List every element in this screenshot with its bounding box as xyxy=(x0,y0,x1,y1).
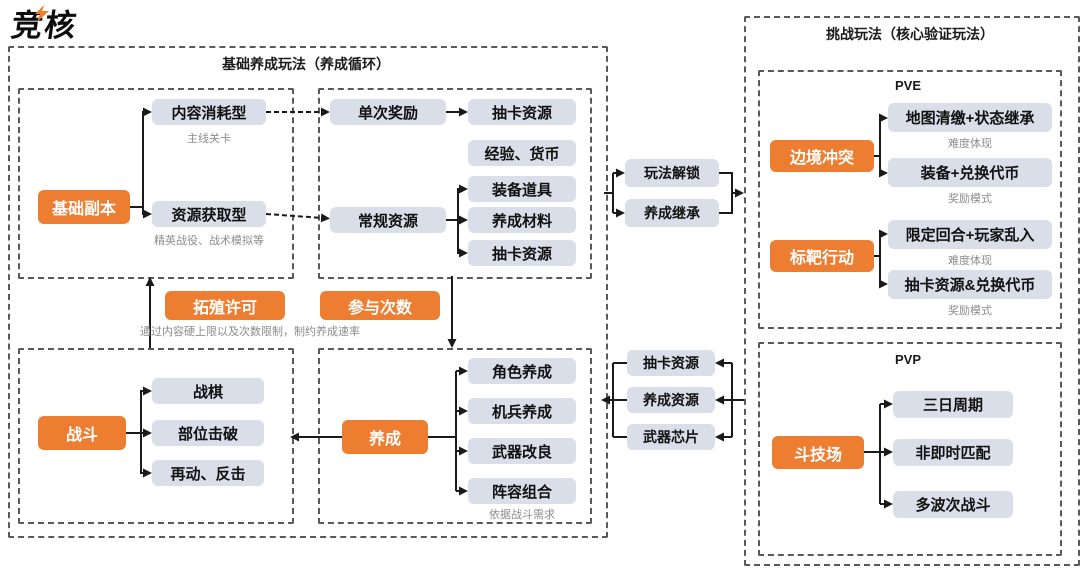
node-gacha-token: 抽卡资源&兑换代币 xyxy=(888,270,1052,299)
lightning-icon xyxy=(35,5,49,22)
node-growth-material: 养成材料 xyxy=(468,207,576,233)
caption-limit: 通过内容硬上限以及次数限制，制约养成速率 xyxy=(140,326,360,338)
node-equip-token: 装备+兑换代币 xyxy=(888,158,1052,187)
node-cultivate: 养成 xyxy=(342,420,428,454)
panel-pve xyxy=(758,70,1062,329)
caption-gacha-token: 奖励模式 xyxy=(948,305,992,317)
node-gameplay-unlock: 玩法解锁 xyxy=(625,159,719,187)
node-weapon-improve: 武器改良 xyxy=(468,438,576,464)
node-base-dungeon: 基础副本 xyxy=(38,190,130,224)
node-regular-resource: 常规资源 xyxy=(330,207,446,233)
node-gacha-resource-2: 抽卡资源 xyxy=(468,240,576,266)
cultivation-loop-title: 基础养成玩法（养成循环） xyxy=(222,56,390,72)
node-participation-count: 参与次数 xyxy=(320,291,440,320)
node-border-conflict: 边境冲突 xyxy=(770,140,874,172)
node-gacha-resource-1: 抽卡资源 xyxy=(468,99,576,125)
panel-dungeon xyxy=(18,88,294,279)
node-map-clear: 地图清缴+状态继承 xyxy=(888,103,1052,132)
node-return-gacha: 抽卡资源 xyxy=(627,350,715,376)
caption-content-consume: 主线关卡 xyxy=(187,133,231,145)
node-three-day-cycle: 三日周期 xyxy=(893,391,1013,418)
node-arena: 斗技场 xyxy=(772,436,864,469)
node-lineup-combo: 阵容组合 xyxy=(468,478,576,504)
node-resource-gain: 资源获取型 xyxy=(152,201,266,227)
caption-cultivate: 依据战斗需求 xyxy=(489,509,555,521)
challenge-title: 挑战玩法（核心验证玩法） xyxy=(826,26,994,42)
caption-resource-gain: 精英战役、战术模拟等 xyxy=(154,235,264,247)
node-battle: 战斗 xyxy=(38,416,126,450)
node-async-match: 非即时匹配 xyxy=(893,439,1013,466)
panel-cultivation-loop xyxy=(8,46,608,538)
node-limited-round: 限定回合+玩家乱入 xyxy=(888,220,1052,249)
panel-pvp xyxy=(758,342,1062,556)
node-mech-growth: 机兵养成 xyxy=(468,398,576,424)
pve-label: PVE xyxy=(894,78,921,93)
node-equipment-items: 装备道具 xyxy=(468,176,576,202)
node-single-reward: 单次奖励 xyxy=(330,99,446,125)
caption-limited-round: 难度体现 xyxy=(948,255,992,267)
node-content-consume: 内容消耗型 xyxy=(152,99,266,125)
caption-map-clear: 难度体现 xyxy=(948,138,992,150)
node-return-growth: 养成资源 xyxy=(627,387,715,413)
node-return-weapon-chip: 武器芯片 xyxy=(627,424,715,450)
node-character-growth: 角色养成 xyxy=(468,358,576,384)
node-target-action: 标靶行动 xyxy=(770,240,874,272)
panel-rewards xyxy=(318,88,592,279)
node-growth-inherit: 养成继承 xyxy=(625,199,719,227)
connectors xyxy=(126,107,893,509)
panel-challenge xyxy=(744,16,1080,566)
pvp-label: PVP xyxy=(894,352,921,367)
node-part-break: 部位击破 xyxy=(152,420,264,446)
node-expansion-permit: 拓殖许可 xyxy=(165,291,285,320)
node-multi-wave-battle: 多波次战斗 xyxy=(893,491,1013,518)
node-reaction-counter: 再动、反击 xyxy=(152,460,264,486)
node-exp-currency: 经验、货币 xyxy=(468,140,576,166)
caption-equip-token: 奖励模式 xyxy=(948,193,992,205)
node-war-chess: 战棋 xyxy=(152,378,264,404)
